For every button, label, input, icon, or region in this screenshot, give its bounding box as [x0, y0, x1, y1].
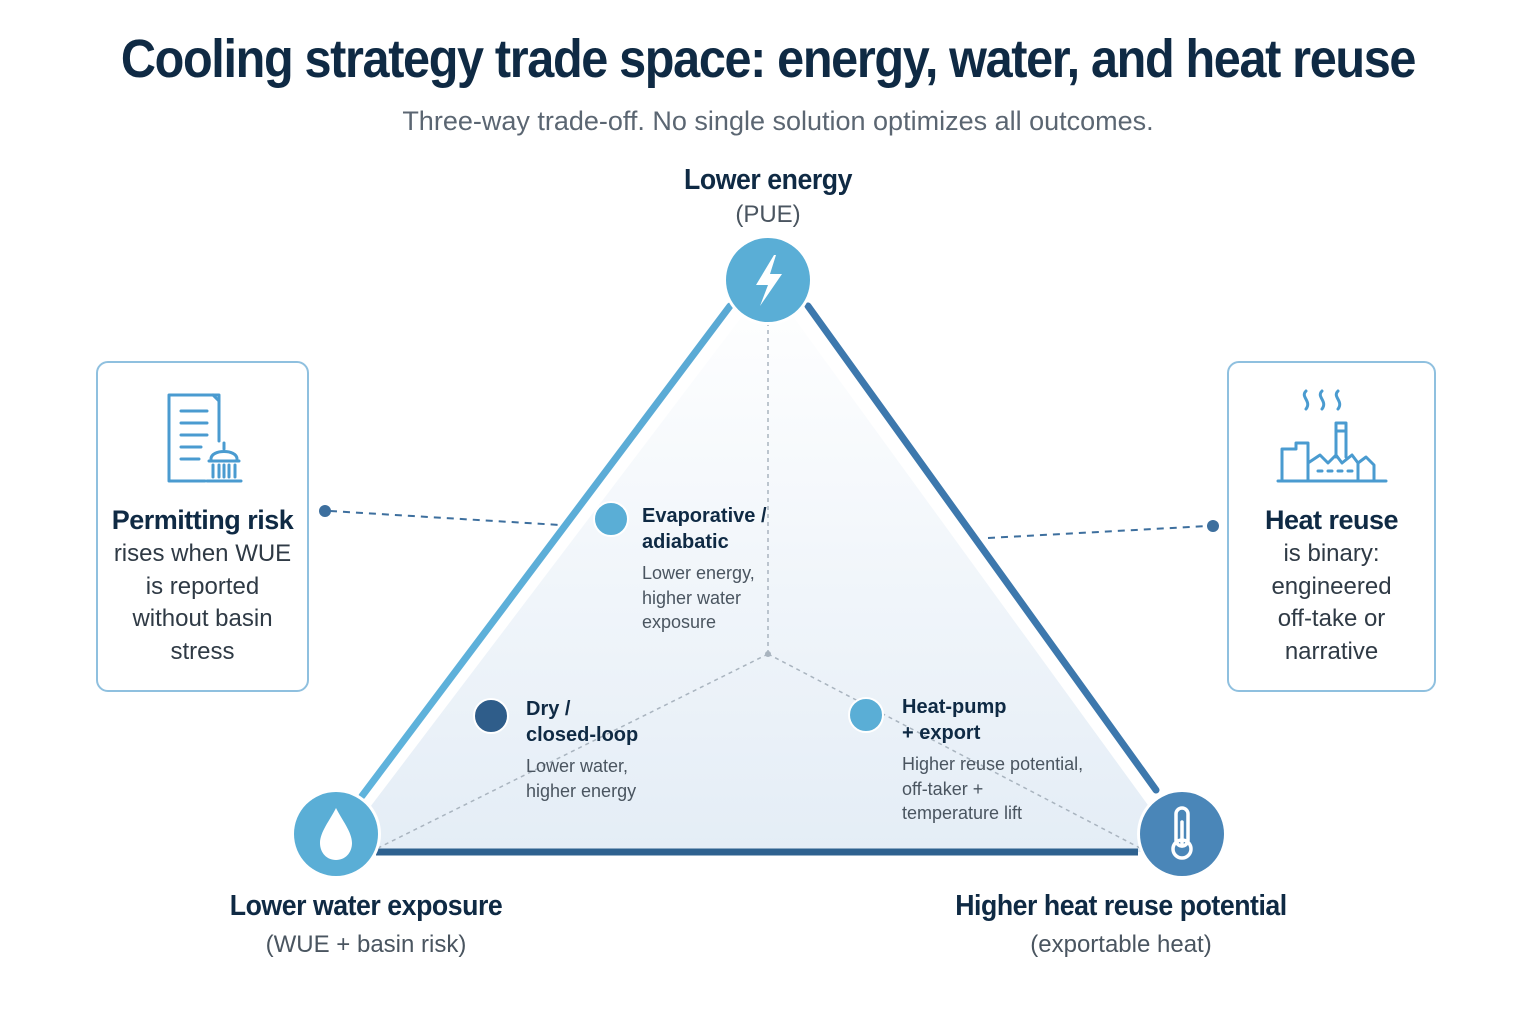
- strategy-evaporative-name-line: Evaporative /: [642, 505, 767, 527]
- strategy-dry-desc-line: higher energy: [526, 780, 637, 801]
- callout-permitting-risk: Permitting risk rises when WUE is report…: [96, 361, 309, 692]
- strategy-heatpump-desc-line: Higher reuse potential,: [902, 754, 1084, 774]
- vertex-right-subtitle: (exportable heat): [1030, 931, 1212, 958]
- strategy-dry-desc: Lower water, higher energy: [526, 754, 638, 803]
- edge-left: [358, 302, 734, 800]
- vertex-top-subtitle: (PUE): [735, 201, 801, 228]
- strategy-heatpump-desc-line: temperature lift: [902, 803, 1023, 823]
- strategy-marker-dry: [473, 698, 509, 734]
- left-callout-dot: [319, 505, 331, 517]
- water-drop-icon: [291, 789, 381, 879]
- strategy-heatpump-desc-line: off-taker +: [902, 778, 984, 799]
- strategy-dry-name-line: Dry /: [526, 698, 571, 720]
- factory-steam-icon: [1276, 389, 1387, 483]
- strategy-evaporative: Evaporative / adiabatic Lower energy, hi…: [642, 503, 767, 635]
- callout-right-line: is binary:: [1283, 540, 1380, 567]
- thermometer-icon: [1137, 789, 1227, 879]
- strategy-evaporative-desc-line: exposure: [642, 612, 717, 632]
- callout-left-body: rises when WUE is reported without basin…: [98, 538, 307, 668]
- callout-left-line: stress: [170, 637, 235, 665]
- strategy-dry-name: Dry / closed-loop: [526, 696, 638, 748]
- strategy-evaporative-desc-line: Lower energy,: [642, 563, 755, 583]
- callout-left-line: rises when WUE: [113, 540, 292, 567]
- vertex-label-top: Lower energy (PUE): [568, 164, 968, 229]
- strategy-dry-desc-line: Lower water,: [526, 756, 629, 776]
- callout-right-line: off-take or: [1277, 605, 1386, 632]
- strategy-evaporative-name-line: adiabatic: [642, 531, 729, 553]
- strategy-dry: Dry / closed-loop Lower water, higher en…: [526, 696, 638, 803]
- lightning-bolt-icon: [723, 235, 813, 325]
- callout-right-line: engineered: [1271, 572, 1392, 600]
- vertex-left-title: Lower water exposure: [229, 890, 503, 922]
- callout-right-line: narrative: [1284, 637, 1379, 665]
- strategy-evaporative-desc: Lower energy, higher water exposure: [642, 561, 767, 635]
- vertex-top-title: Lower energy: [684, 164, 852, 196]
- centroid-dot: [765, 651, 771, 657]
- callout-left-heading: Permitting risk: [111, 505, 294, 535]
- strategy-heatpump-desc: Higher reuse potential, off-taker + temp…: [902, 752, 1083, 826]
- vertex-label-right: Higher heat reuse potential (exportable …: [906, 890, 1336, 959]
- edge-right: [804, 302, 1160, 794]
- page-subtitle: Three-way trade-off. No single solution …: [402, 106, 1154, 136]
- strategy-evaporative-desc-line: higher water: [642, 587, 742, 608]
- strategy-marker-heatpump: [848, 697, 884, 733]
- vertex-left-subtitle: (WUE + basin risk): [265, 931, 467, 958]
- strategy-heatpump-name: Heat-pump + export: [902, 694, 1083, 746]
- callout-left-line: without basin: [132, 605, 273, 632]
- callout-heat-reuse: Heat reuse is binary: engineered off-tak…: [1227, 361, 1436, 692]
- strategy-heatpump: Heat-pump + export Higher reuse potentia…: [902, 694, 1083, 826]
- document-capitol-icon: [167, 393, 242, 483]
- callout-right-heading: Heat reuse: [1264, 505, 1399, 535]
- strategy-heatpump-name-line: Heat-pump: [902, 696, 1007, 718]
- page-title: Cooling strategy trade space: energy, wa…: [120, 29, 1417, 89]
- guide-to-right: [767, 653, 1141, 849]
- callout-right-body: is binary: engineered off-take or narrat…: [1229, 538, 1434, 668]
- vertex-label-left: Lower water exposure (WUE + basin risk): [166, 890, 566, 959]
- callout-left-line: is reported: [145, 572, 260, 600]
- vertex-right-title: Higher heat reuse potential: [955, 890, 1287, 922]
- strategy-evaporative-name: Evaporative / adiabatic: [642, 503, 767, 555]
- strategy-heatpump-name-line: + export: [902, 722, 981, 744]
- right-callout-connector: [987, 525, 1209, 539]
- left-callout-connector: [329, 510, 561, 526]
- right-callout-dot: [1207, 520, 1219, 532]
- trade-triangle: [336, 282, 1182, 852]
- strategy-dry-name-line: closed-loop: [526, 724, 639, 746]
- strategy-marker-evaporative: [593, 501, 629, 537]
- guide-to-left: [377, 653, 769, 849]
